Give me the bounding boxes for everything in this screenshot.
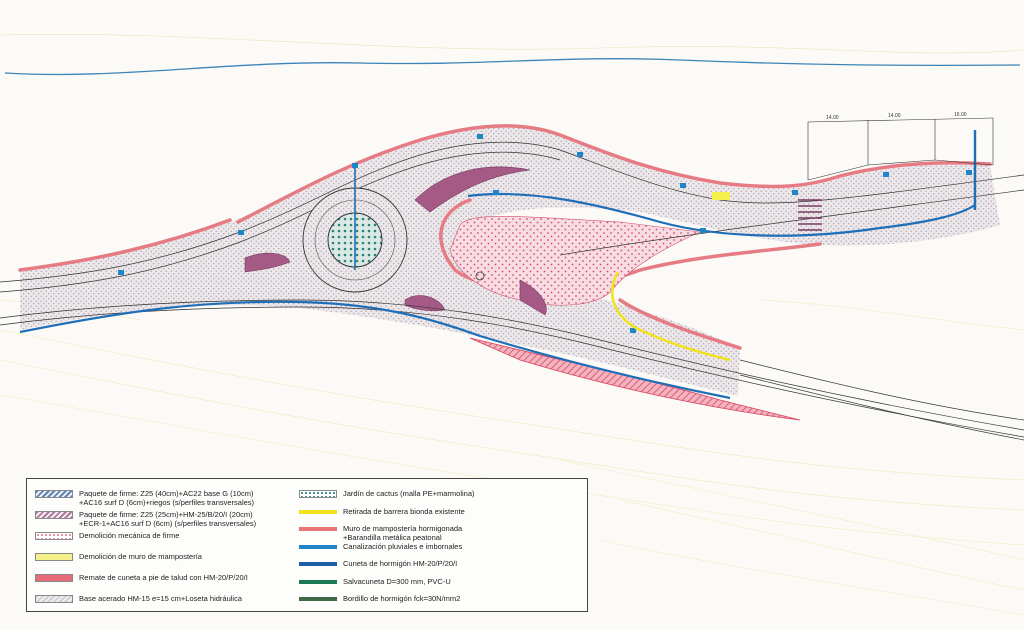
legend-item: Paquete de firme: Z25 (40cm)+AC22 base G… bbox=[35, 489, 254, 507]
traffic-islands bbox=[244, 166, 547, 316]
road-edge-lines bbox=[0, 141, 1024, 441]
legend-item: Cuneta de hormigón HM-20/P/20/I bbox=[299, 559, 457, 568]
legend-swatch bbox=[35, 574, 73, 582]
legend-label: Retirada de barrera bionda existente bbox=[343, 506, 465, 516]
legend-swatch bbox=[35, 595, 73, 603]
marker-circle bbox=[475, 271, 485, 281]
road-surface bbox=[20, 125, 1000, 397]
legend-item: Base acerado HM-15 e=15 cm+Loseta hidráu… bbox=[35, 594, 242, 603]
legend-swatch bbox=[299, 562, 337, 566]
legend-label: Salvacuneta D=300 mm, PVC-U bbox=[343, 576, 451, 586]
legend-swatch bbox=[35, 532, 73, 540]
legend-label: Cuneta de hormigón HM-20/P/20/I bbox=[343, 559, 458, 568]
legend-swatch bbox=[299, 544, 337, 549]
legend-item: Remate de cuneta a pie de talud con HM-2… bbox=[35, 573, 248, 582]
legend-item: Bordillo de hormigón fck=30N/mm2 bbox=[299, 594, 460, 603]
legend-item: Demolición mecánica de firme bbox=[35, 531, 179, 540]
drainage-lines bbox=[19, 130, 977, 400]
legend-swatch bbox=[299, 579, 337, 584]
legend-label: Base acerado HM-15 e=15 cm+Loseta hidráu… bbox=[79, 594, 243, 603]
legend-swatch bbox=[35, 490, 73, 498]
legend-label: Jardín de cactus (malla PE+marmolina) bbox=[343, 489, 475, 498]
legend-item: Retirada de barrera bionda existente bbox=[299, 507, 465, 516]
barrier-removal-line bbox=[611, 271, 731, 362]
legend-label: Demolición de muro de mampostería bbox=[79, 552, 202, 561]
terrain-contours bbox=[0, 34, 1024, 616]
drains bbox=[118, 134, 972, 333]
dimension-label-1: 14.00 bbox=[826, 115, 839, 121]
legend-item: Muro de mampostería hormigonada +Barandi… bbox=[299, 524, 462, 542]
legend-swatch bbox=[299, 597, 337, 601]
legend-item: Salvacuneta D=300 mm, PVC-U bbox=[299, 577, 451, 586]
dimension-label-2: 14.00 bbox=[888, 113, 901, 119]
dimension-label-3: 16.00 bbox=[954, 112, 967, 118]
wall-demolition bbox=[712, 192, 730, 200]
legend-label: Muro de mampostería hormigonada +Barandi… bbox=[343, 524, 463, 542]
legend-item: Demolición de muro de mampostería bbox=[35, 552, 202, 561]
legend-label: Bordillo de hormigón fck=30N/mm2 bbox=[343, 594, 461, 603]
legend-label: Remate de cuneta a pie de talud con HM-2… bbox=[79, 573, 248, 582]
legend-swatch bbox=[299, 527, 337, 531]
legend-item: Canalización pluviales e imbornales bbox=[299, 542, 462, 551]
legend-box: Paquete de firme: Z25 (40cm)+AC22 base G… bbox=[26, 478, 588, 612]
legend-item: Paquete de firme: Z25 (25cm)+HM-25/B/20/… bbox=[35, 510, 256, 528]
legend-swatch bbox=[35, 553, 73, 561]
legend-item: Jardín de cactus (malla PE+marmolina) bbox=[299, 489, 475, 498]
legend-label: Paquete de firme: Z25 (40cm)+AC22 base G… bbox=[79, 489, 255, 507]
demolition-area bbox=[449, 215, 702, 306]
legend-label: Canalización pluviales e imbornales bbox=[343, 541, 463, 551]
legend-label: Demolición mecánica de firme bbox=[79, 531, 180, 540]
dimension-frame bbox=[807, 117, 994, 181]
legend-swatch bbox=[35, 511, 73, 519]
crosswalk bbox=[798, 199, 822, 231]
legend-swatch bbox=[299, 509, 337, 514]
river-line bbox=[4, 58, 1021, 76]
legend-swatch bbox=[299, 490, 337, 498]
legend-label: Paquete de firme: Z25 (25cm)+HM-25/B/20/… bbox=[79, 510, 257, 528]
